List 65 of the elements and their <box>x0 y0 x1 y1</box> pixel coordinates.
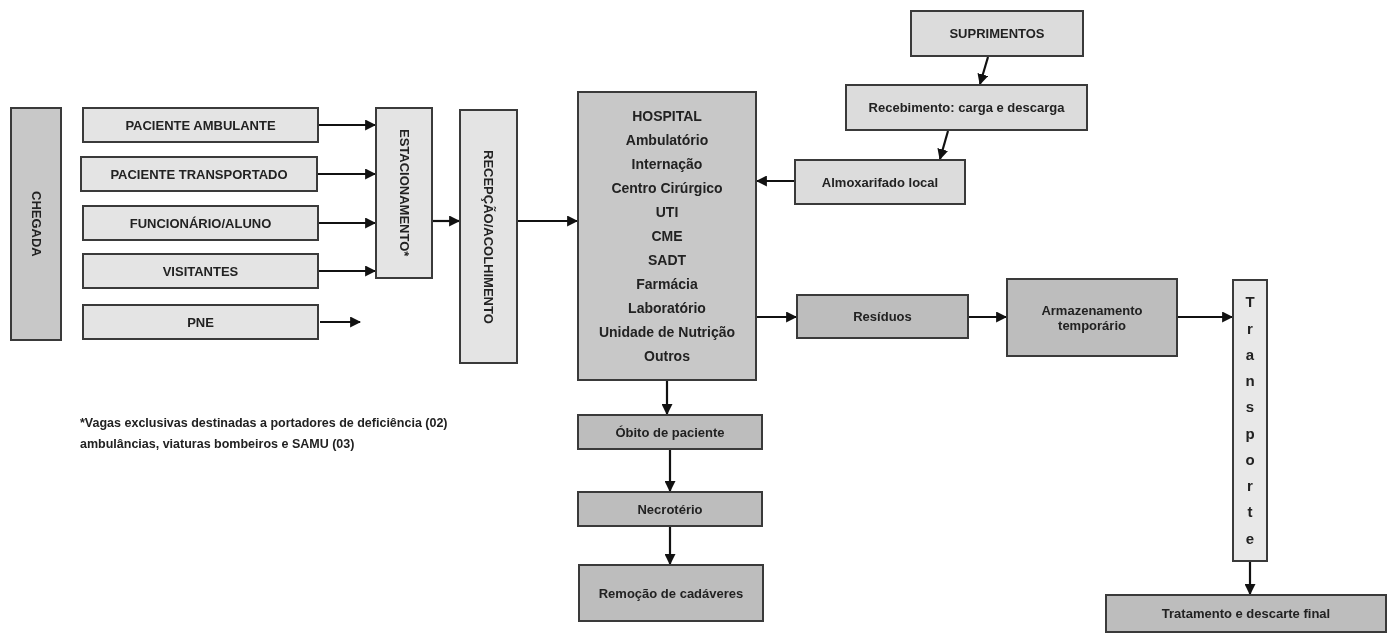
box-label: PACIENTE TRANSPORTADO <box>110 166 288 182</box>
arrow <box>320 316 362 328</box>
process-box <box>845 84 1088 131</box>
box-label: Unidade de Nutrição <box>598 323 736 342</box>
box-label: SADT <box>647 251 687 270</box>
arrow <box>433 215 461 227</box>
process-box <box>1232 279 1268 562</box>
arrow <box>319 119 377 131</box>
box-label: VISITANTES <box>162 263 239 279</box>
process-box <box>577 91 757 381</box>
box-label: SUPRIMENTOS <box>949 26 1045 41</box>
arrow <box>664 450 676 493</box>
box-label: RECEPÇÃO/ACOLHIMENTO <box>481 149 496 324</box>
box-label: Necrotério <box>637 501 703 517</box>
box-label: PNE <box>187 314 214 330</box>
process-box <box>794 159 966 205</box>
process-box <box>82 107 319 143</box>
process-box <box>1105 594 1387 633</box>
arrow <box>318 168 377 180</box>
process-box <box>577 414 763 450</box>
process-box <box>796 294 969 339</box>
process-box <box>910 10 1084 57</box>
arrow <box>977 56 990 86</box>
process-box <box>82 304 319 340</box>
box-label: ESTACIONAMENTO* <box>396 129 412 257</box>
process-box <box>1006 278 1178 357</box>
box-label: UTI <box>655 203 679 222</box>
process-box <box>82 253 319 289</box>
box-label: Internação <box>631 155 703 174</box>
box-label: Laboratório <box>628 299 706 318</box>
arrow <box>319 265 377 277</box>
box-label: Recebimento: carga e descarga <box>868 100 1065 115</box>
box-label: Armazenamento temporário <box>1040 302 1144 333</box>
box-label: Óbito de paciente <box>615 424 725 440</box>
process-box <box>82 205 319 241</box>
box-label: PACIENTE AMBULANTE <box>125 117 276 133</box>
box-label: CME <box>651 227 683 246</box>
process-box <box>10 107 62 341</box>
arrow <box>1244 562 1256 596</box>
process-box <box>80 156 318 192</box>
process-box <box>459 109 518 364</box>
box-label: Remoção de cadáveres <box>598 585 744 601</box>
process-box <box>375 107 433 279</box>
box-label: HOSPITAL <box>632 107 702 126</box>
box-label: FUNCIONÁRIO/ALUNO <box>129 215 272 231</box>
process-box <box>577 491 763 527</box>
box-label: Ambulatório <box>625 131 709 150</box>
arrow <box>757 311 798 323</box>
arrow <box>664 527 676 566</box>
arrow <box>661 381 673 416</box>
box-label: Tratamento e descarte final <box>1161 606 1331 621</box>
process-box <box>578 564 764 622</box>
arrow <box>937 130 950 161</box>
arrow <box>518 215 579 227</box>
box-label: Farmácia <box>636 275 698 294</box>
arrow <box>969 311 1008 323</box>
footnote: *Vagas exclusivas destinadas a portadores de deficiência (02) ambulâncias, viaturas bombeiros e SAMU (03) <box>80 415 449 453</box>
box-label: Centro Cirúrgico <box>611 179 723 198</box>
box-label: Almoxarifado local <box>821 174 939 190</box>
box-label: CHEGADA <box>28 191 44 257</box>
arrow <box>319 217 377 229</box>
box-label: Resíduos <box>853 309 912 324</box>
arrow <box>1178 311 1234 323</box>
box-label: Transporte <box>1244 292 1256 549</box>
box-label: Outros <box>644 347 690 366</box>
